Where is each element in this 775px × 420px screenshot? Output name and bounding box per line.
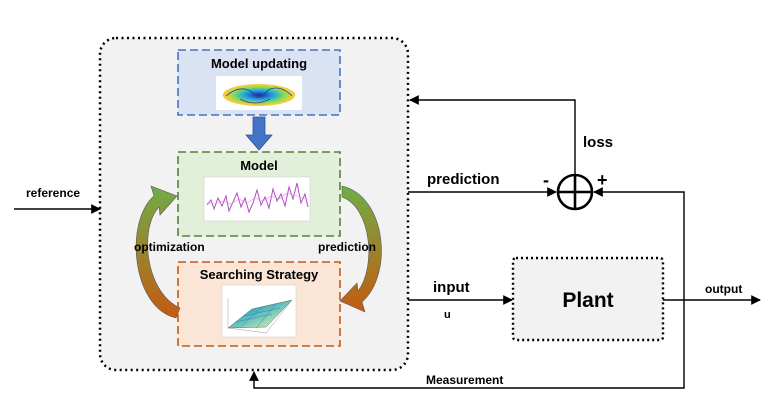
update-arrow-icon [245,116,273,151]
output-feedback-line [593,187,685,300]
minus-sign: - [543,170,549,190]
measurement-label: Measurement [426,373,503,387]
output-label: output [705,282,742,296]
input-label: input [433,279,470,296]
prediction-signal-label: prediction [427,171,500,188]
model-updating-block: Model updating [177,49,341,116]
model-block: Model [177,151,341,237]
summing-junction-icon [556,173,594,211]
optimization-label: optimization [134,240,205,254]
model-label: Model [240,158,278,173]
reference-label: reference [26,186,80,200]
plus-sign: + [597,170,608,190]
prediction-curve-label: prediction [318,240,376,254]
searching-strategy-block: Searching Strategy [177,261,341,347]
plant-block: Plant [511,256,665,342]
measurement-feedback-line [249,300,685,389]
optimization-curve-arrow-icon [135,185,181,319]
3d-surface-icon [221,284,297,338]
plant-label: Plant [562,289,613,312]
prediction-curve-arrow-icon [339,185,382,313]
loss-label: loss [583,134,613,151]
line-plot-icon [203,176,311,222]
loss-feedback-line [409,95,576,175]
searching-strategy-label: Searching Strategy [200,267,319,282]
surface-plot-icon [216,76,302,110]
input-symbol-label: u [444,309,451,321]
model-updating-label: Model updating [211,56,307,71]
